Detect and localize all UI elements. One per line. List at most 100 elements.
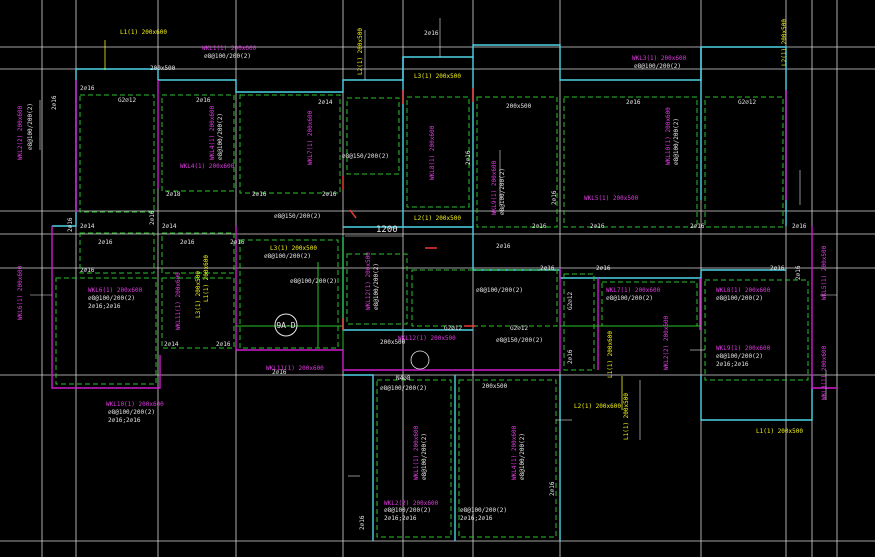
rotated-labels: WKL2(2) 200x600 ⌀8@100/200(2) WKL6(1) 20… [17,28,828,530]
rebar-note: 2⌀16;2⌀16 [88,303,121,310]
rebar-note: ⌀8@100/200(2) [264,253,311,260]
rebar-note: N4⌀8 [396,375,411,382]
rebar-note: 2⌀16 [196,97,211,104]
rotated-label: 2⌀16 [795,265,802,280]
rotated-label: WKL1(1) 200x600 [413,425,420,480]
rebar-note: ⌀8@100/200(2) [384,507,431,514]
rotated-label: WKL7(1) 200x600 [307,110,314,165]
rotated-label: ⌀8@100/200(2) [421,433,428,480]
rebar-note: 2⌀16 [590,223,605,230]
rotated-label: L1(1) 200x500 [623,393,630,440]
rotated-label: WKL11(1) 200x600 [175,272,182,330]
rebar-note: ⌀8@100/200(2) [716,295,763,302]
rotated-label: G2⌀12 [567,292,574,310]
yellow-labels: L1(1) 200x600 L3(1) 200x500 L2(1) 200x50… [104,19,803,435]
rotated-label: WKL9(1) 200x600 [491,160,498,215]
magenta-label: WKL10(1) 200x600 [106,401,164,408]
magenta-label: WKL5(1) 200x500 [584,195,639,202]
rebar-note: ⌀8@100/200(2) [108,409,155,416]
magenta-label: WKL1(1) 200x600 [202,45,257,52]
rotated-label: ⌀8@100/200(2) [519,433,526,480]
rotated-label: WKL2(2) 200x600 [663,315,670,370]
rotated-label: 2⌀16 [567,349,574,364]
magenta-label: WKL3(1) 200x600 [632,55,687,62]
magenta-label: WKL2(2) 200x600 [384,500,439,507]
rebar-note: G2⌀12 [444,325,462,332]
rotated-label: WKL12(1) 200x500 [365,252,372,310]
rebar-note: 2⌀16 [540,265,555,272]
magenta-label: WKL8(1) 200x600 [716,287,771,294]
rotated-label: ⌀8@100/200(2) [499,168,506,215]
section-label: 200x500 [150,65,176,72]
yellow-label: L2(1) 200x500 [414,215,461,222]
magenta-labels: WKL1(1) 200x600 WKL3(1) 200x600 WKL4(1) … [88,45,771,507]
dimension: 1200 [345,225,403,237]
magenta-label: WKL4(1) 200x600 [180,163,235,170]
yellow-label: L2(1) 200x500 [781,19,788,66]
rebar-note: ⌀8@100/200(2) [476,287,523,294]
rebar-note: ⌀8@100/200(2) [204,53,251,60]
rebar-note: 2⌀16 [80,85,95,92]
rebar-note: 2⌀18 [166,191,181,198]
rotated-label: 2⌀16 [359,515,366,530]
rebar-note: 2⌀16 [690,223,705,230]
axis-bubble-label: 9A-D [276,321,295,330]
rebar-note: 2⌀16 [626,99,641,106]
rotated-label: WKL8(1) 200x600 [429,125,436,180]
axis-bubble: 9A-D [274,313,430,370]
rebar-note: ⌀8@150/200(2) [274,213,321,220]
rotated-label: WKL3(1) 200x600 [821,345,828,400]
rotated-label: ⌀8@100/200(2) [217,113,224,160]
rebar-note: ⌀8@150/200(2) [496,337,543,344]
rotated-label: WKL5(1) 200x500 [821,245,828,300]
rotated-label: ⌀8@100/200(2) [673,118,680,165]
rebar-note: ⌀8@100/200(2) [460,507,507,514]
rebar-notes: 2⌀16 G2⌀12 2⌀16 2⌀14 2⌀16 G2⌀12 2⌀18 2⌀1… [80,30,807,522]
yellow-label: L1(1) 200x600 [120,29,167,36]
rebar-note: 2⌀16 [322,191,337,198]
section-label: 200x500 [482,383,508,390]
rebar-marks [342,88,476,330]
yellow-label: L3(1) 200x500 [270,245,317,252]
rebar-note: 2⌀14 [80,223,95,230]
rebar-note: G2⌀12 [510,325,528,332]
rebar-note: G2⌀12 [738,99,756,106]
yellow-label: L1(1) 200x600 [203,255,210,302]
rotated-label: WKL10(1) 200x600 [665,107,672,165]
rebar-note: 2⌀16 [216,341,231,348]
rebar-note: ⌀8@100/200(2) [380,385,427,392]
rotated-label: ⌀8@100/200(2) [373,263,380,310]
rebar-note: 2⌀16;2⌀16 [384,515,417,522]
rebar-note: 2⌀14 [162,223,177,230]
magenta-label: WKL11(1) 200x600 [266,365,324,372]
rotated-label: WKL6(1) 200x600 [17,265,24,320]
rebar-note: 2⌀16 [532,223,547,230]
rebar-note: 2⌀16 [596,265,611,272]
yellow-label: L1(1) 200x500 [756,428,803,435]
cyan-walls [52,44,813,541]
rebar-note: 2⌀14 [318,99,333,106]
rebar-note: 2⌀16 [424,30,439,37]
section-labels: 200x500 200x500 200x500 200x500 [150,65,532,390]
rotated-label: WKL2(2) 200x600 [17,105,24,160]
yellow-label: L3(1) 200x500 [414,73,461,80]
rotated-label: L3(1) 200x500 [195,271,202,318]
rebar-note: 2⌀16 [272,369,287,376]
rebar-note: 2⌀16 [770,265,785,272]
rebar-note: 2⌀14 [164,341,179,348]
rebar-note: 2⌀16 [792,223,807,230]
rotated-label: 2⌀16 [551,190,558,205]
rebar-note: ⌀8@100/200(2) [290,278,337,285]
section-label: 200x500 [506,103,532,110]
leader-lines [30,18,837,477]
rebar-note: 2⌀16 [496,243,511,250]
rebar-note: ⌀8@100/200(2) [716,353,763,360]
magenta-label: WKL9(1) 200x600 [716,345,771,352]
rebar-note: ⌀8@100/200(2) [88,295,135,302]
rebar-note: 2⌀16 [252,191,267,198]
rebar-note: ⌀8@100/200(2) [634,63,681,70]
magenta-walls [51,80,837,389]
rebar-note: 2⌀16 [230,239,245,246]
rebar-note: 2⌀16;2⌀16 [460,515,493,522]
